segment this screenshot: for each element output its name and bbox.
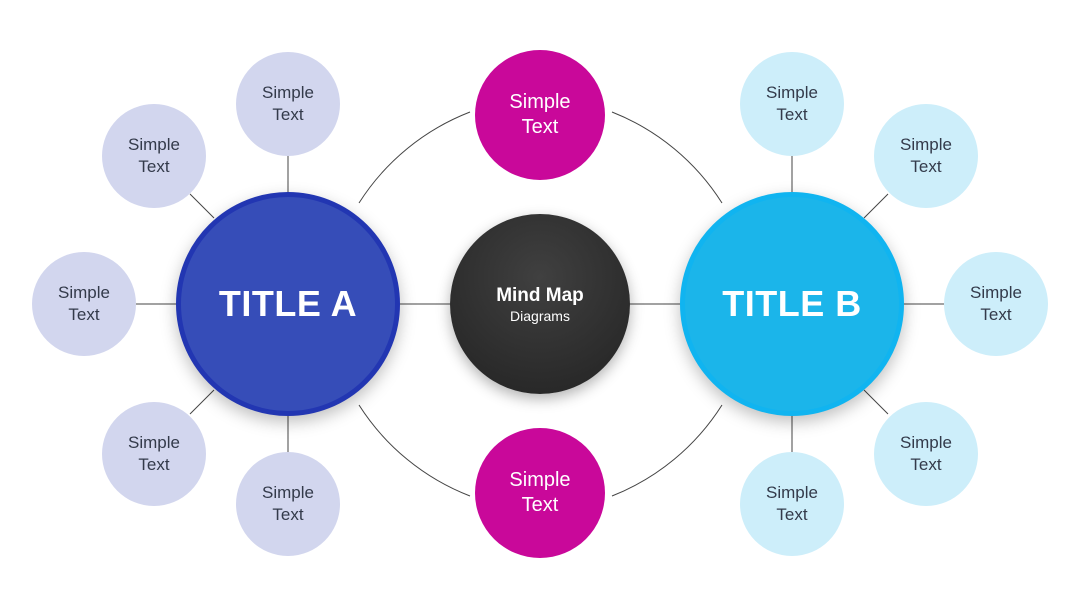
leaf-b-lower-right: Simple Text (874, 402, 978, 506)
leaf-b-top: Simple Text (740, 52, 844, 156)
leaf-b-right: Simple Text (944, 252, 1048, 356)
ring-arc-top-right (611, 111, 723, 204)
link-b-leaf-lower-right (863, 389, 889, 415)
title-b-node: TITLE B (680, 192, 904, 416)
title-b-label: TITLE B (722, 283, 862, 324)
center-subtitle: Diagrams (510, 307, 570, 324)
link-a-leaf-lower-left (189, 389, 215, 415)
ring-arc-bottom-right (611, 404, 723, 497)
leaf-b-upper-right: Simple Text (874, 104, 978, 208)
leaf-a-upper-left: Simple Text (102, 104, 206, 208)
leaf-a-lower-left: Simple Text (102, 402, 206, 506)
leaf-a-bottom: Simple Text (236, 452, 340, 556)
middle-node-top: Simple Text (475, 50, 605, 180)
leaf-b-bottom: Simple Text (740, 452, 844, 556)
title-a-node: TITLE A (176, 192, 400, 416)
ring-arc-top-left (358, 111, 471, 204)
leaf-a-top: Simple Text (236, 52, 340, 156)
leaf-a-left: Simple Text (32, 252, 136, 356)
title-a-label: TITLE A (218, 283, 358, 324)
center-node: Mind Map Diagrams (450, 214, 630, 394)
ring-arc-bottom-left (358, 404, 471, 497)
link-b-leaf-upper-right (863, 193, 889, 219)
link-a-leaf-upper-left (189, 193, 215, 219)
middle-node-bottom: Simple Text (475, 428, 605, 558)
center-title: Mind Map (496, 284, 584, 306)
